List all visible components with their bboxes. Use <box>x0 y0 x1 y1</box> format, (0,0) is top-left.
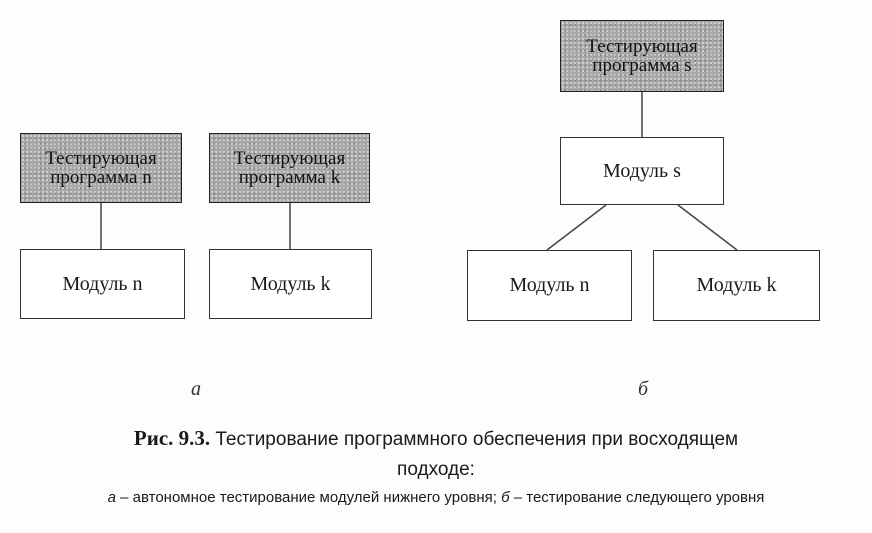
module-n-b-label: Модуль n <box>509 274 590 296</box>
testing-program-n-line2: программа n <box>50 167 152 188</box>
module-k-a: Модуль k <box>209 249 372 319</box>
figure-caption-title: Рис. 9.3. Тестирование программного обес… <box>0 424 872 484</box>
module-n-a-label: Модуль n <box>62 272 143 295</box>
note-b-marker: б <box>501 489 510 506</box>
module-k-a-label: Модуль k <box>250 272 331 295</box>
figure-title-line2: подходе: <box>397 459 475 480</box>
module-n-a: Модуль n <box>20 249 185 319</box>
note-a-marker: а <box>107 489 116 506</box>
module-n-b: Модуль n <box>467 250 632 321</box>
testing-program-k-line2: программа k <box>238 167 341 188</box>
testing-program-s-line1: Тестирующая <box>586 36 698 57</box>
testing-program-n: Тестирующая программа n <box>20 133 182 203</box>
testing-program-k: Тестирующая программа k <box>209 133 370 203</box>
figure-label: Рис. 9.3. <box>133 426 211 450</box>
connector-module-s-to-module-k <box>677 204 738 251</box>
testing-program-s-line2: программа s <box>592 55 692 76</box>
diagram-a-label: а <box>191 378 201 400</box>
testing-program-k-line1: Тестирующая <box>233 148 346 169</box>
testing-program-s: Тестирующая программа s <box>560 20 724 92</box>
module-k-b: Модуль k <box>653 250 820 321</box>
figure-caption-note: а – автономное тестирование модулей нижн… <box>0 489 872 506</box>
note-b-text: – тестирование следующего уровня <box>509 489 765 506</box>
connector-module-s-to-module-n <box>546 204 607 251</box>
testing-program-n-line1: Тестирующая <box>45 148 157 169</box>
note-a-text: – автономное тестирование модулей нижнег… <box>115 489 502 506</box>
module-s: Модуль s <box>560 137 724 205</box>
diagram-b-label: б <box>638 378 649 400</box>
module-k-b-label: Модуль k <box>696 274 777 296</box>
module-s-label: Модуль s <box>603 159 681 182</box>
figure-title: Тестирование программного обеспечения пр… <box>215 429 739 450</box>
